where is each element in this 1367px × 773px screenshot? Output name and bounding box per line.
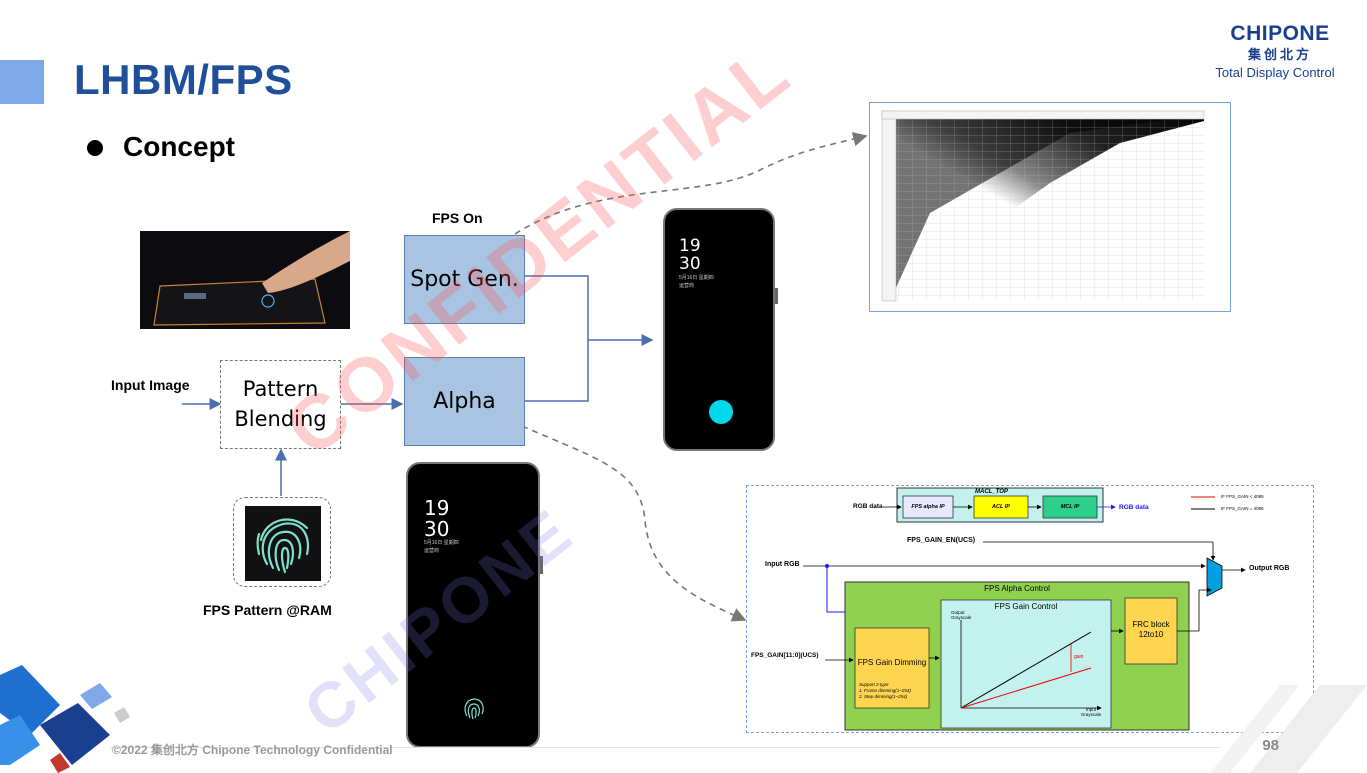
merge-line <box>525 275 589 402</box>
macl-top-label: MACL_TOP <box>975 489 1008 495</box>
gain-label: gain <box>1074 654 1084 660</box>
chipone-logo: CHIPONE 集创北方 Total Display Control <box>1215 22 1345 80</box>
spot-circle <box>709 400 733 424</box>
title-accent-bar <box>0 60 44 104</box>
finger-illustration <box>153 231 350 326</box>
fps-on-label: FPS On <box>432 210 483 226</box>
corner-decoration <box>0 665 130 773</box>
logo-brand-cn: 集创北方 <box>1247 47 1312 62</box>
phone2-side-button <box>540 556 543 574</box>
phone1-date-line1: 5月16日 星期四 <box>679 275 714 281</box>
fps-gain-control-label: FPS Gain Control <box>994 602 1058 611</box>
phone2-minute: 30 <box>424 517 450 541</box>
phone2-hour: 19 <box>424 496 450 520</box>
mcl-ip-label: MCL IP <box>1060 504 1080 510</box>
legend-black-label: IF FPS_GAIN = 4095 <box>1221 506 1264 511</box>
phone2-date-line2: 运营商 <box>424 547 440 554</box>
page-title: LHBM/FPS <box>74 56 293 103</box>
alpha-box: Alpha <box>404 357 525 446</box>
fps-pattern-label: FPS Pattern @RAM <box>203 602 332 618</box>
corner-stripes <box>1210 685 1367 773</box>
pattern-blending-line1: Pattern <box>242 377 319 402</box>
dashed-alpha-to-block <box>521 425 747 622</box>
phone1-date: 5月16日 星期四 运营商 <box>679 275 714 290</box>
fps-gain-en-label: FPS_GAIN_EN(UCS) <box>907 537 976 544</box>
phone2-date-line1: 5月16日 星期四 <box>424 540 459 546</box>
phone2-fingerprint-icon <box>464 698 484 720</box>
spot-gen-label: Spot Gen. <box>410 267 519 292</box>
phone2-date: 5月16日 星期四 运营商 <box>424 540 459 555</box>
spot-gen-box: Spot Gen. <box>404 235 525 324</box>
logo-tagline: Total Display Control <box>1215 65 1335 80</box>
phone1-hour: 19 <box>679 236 701 256</box>
page-number: 98 <box>1262 737 1279 754</box>
finger-touch-photo <box>140 231 350 329</box>
support-line3: 2. Step dimming(1~254) <box>859 693 908 699</box>
rgb-data-out-label: RGB data <box>1119 504 1149 511</box>
phone1-minute: 30 <box>679 253 701 274</box>
logo-brand: CHIPONE <box>1230 22 1330 45</box>
footer-copyright: ©2022 集创北方 Chipone Technology Confidenti… <box>112 743 393 757</box>
phone1-side-button <box>775 288 778 304</box>
fps-pattern-box <box>233 497 331 587</box>
block-diagram-graphic <box>803 487 1246 731</box>
fps-block-diagram: MACL_TOP RGB data RGB data FPS alpha IP … <box>746 485 1314 733</box>
legend-red-label: IF FPS_GAIN < 4095 <box>1221 494 1264 499</box>
fps-alpha-ip-label: FPS alpha IP <box>911 504 945 510</box>
fps-alpha-control-label: FPS Alpha Control <box>984 584 1050 593</box>
pattern-blending-line2: Blending <box>234 406 327 431</box>
acl-ip-label: ACL IP <box>992 504 1010 510</box>
phone-with-spot: 19 30 5月16日 星期四 运营商 <box>663 208 778 451</box>
input-image-label: Input Image <box>111 377 190 393</box>
input-grayscale-label: Input Grayscale <box>1080 707 1102 718</box>
dashed-spot-to-table <box>514 132 868 235</box>
phone1-date-line2: 运营商 <box>679 282 695 289</box>
support-line2: 1. Frame dimming(1~254) <box>859 687 911 693</box>
output-grayscale-label: Output Grayscale <box>951 610 972 621</box>
footer-divider <box>110 747 1220 748</box>
phone2-clock: 19 30 <box>424 498 449 540</box>
fingerprint-pattern <box>245 506 321 581</box>
gain-table-image <box>869 102 1231 312</box>
support-notes: Support 2-type 1. Frame dimming(1~254) 2… <box>859 682 927 700</box>
alpha-label: Alpha <box>433 389 496 414</box>
output-rgb-label: Output RGB <box>1249 565 1290 572</box>
bullet-concept: Concept <box>123 131 235 162</box>
support-line1: Support 2-type <box>859 682 889 687</box>
fps-gain-input-label: FPS_GAIN[11:0](UCS) <box>751 652 819 659</box>
gain-table-graphic <box>881 110 1205 302</box>
frc-block-label: FRC block 12to10 <box>1132 620 1170 639</box>
phone-with-fingerprint: 19 30 5月16日 星期四 运营商 <box>406 462 543 748</box>
bullet-icon <box>87 140 103 156</box>
pattern-blending-box: Pattern Blending <box>220 360 341 449</box>
rgb-data-in-label: RGB data <box>853 503 883 510</box>
fingerprint-icon <box>256 518 310 574</box>
input-rgb-label: Input RGB <box>765 561 800 568</box>
fps-gain-dimming-label: FPS Gain Dimming <box>857 658 927 667</box>
phone1-clock: 19 30 <box>679 236 701 274</box>
